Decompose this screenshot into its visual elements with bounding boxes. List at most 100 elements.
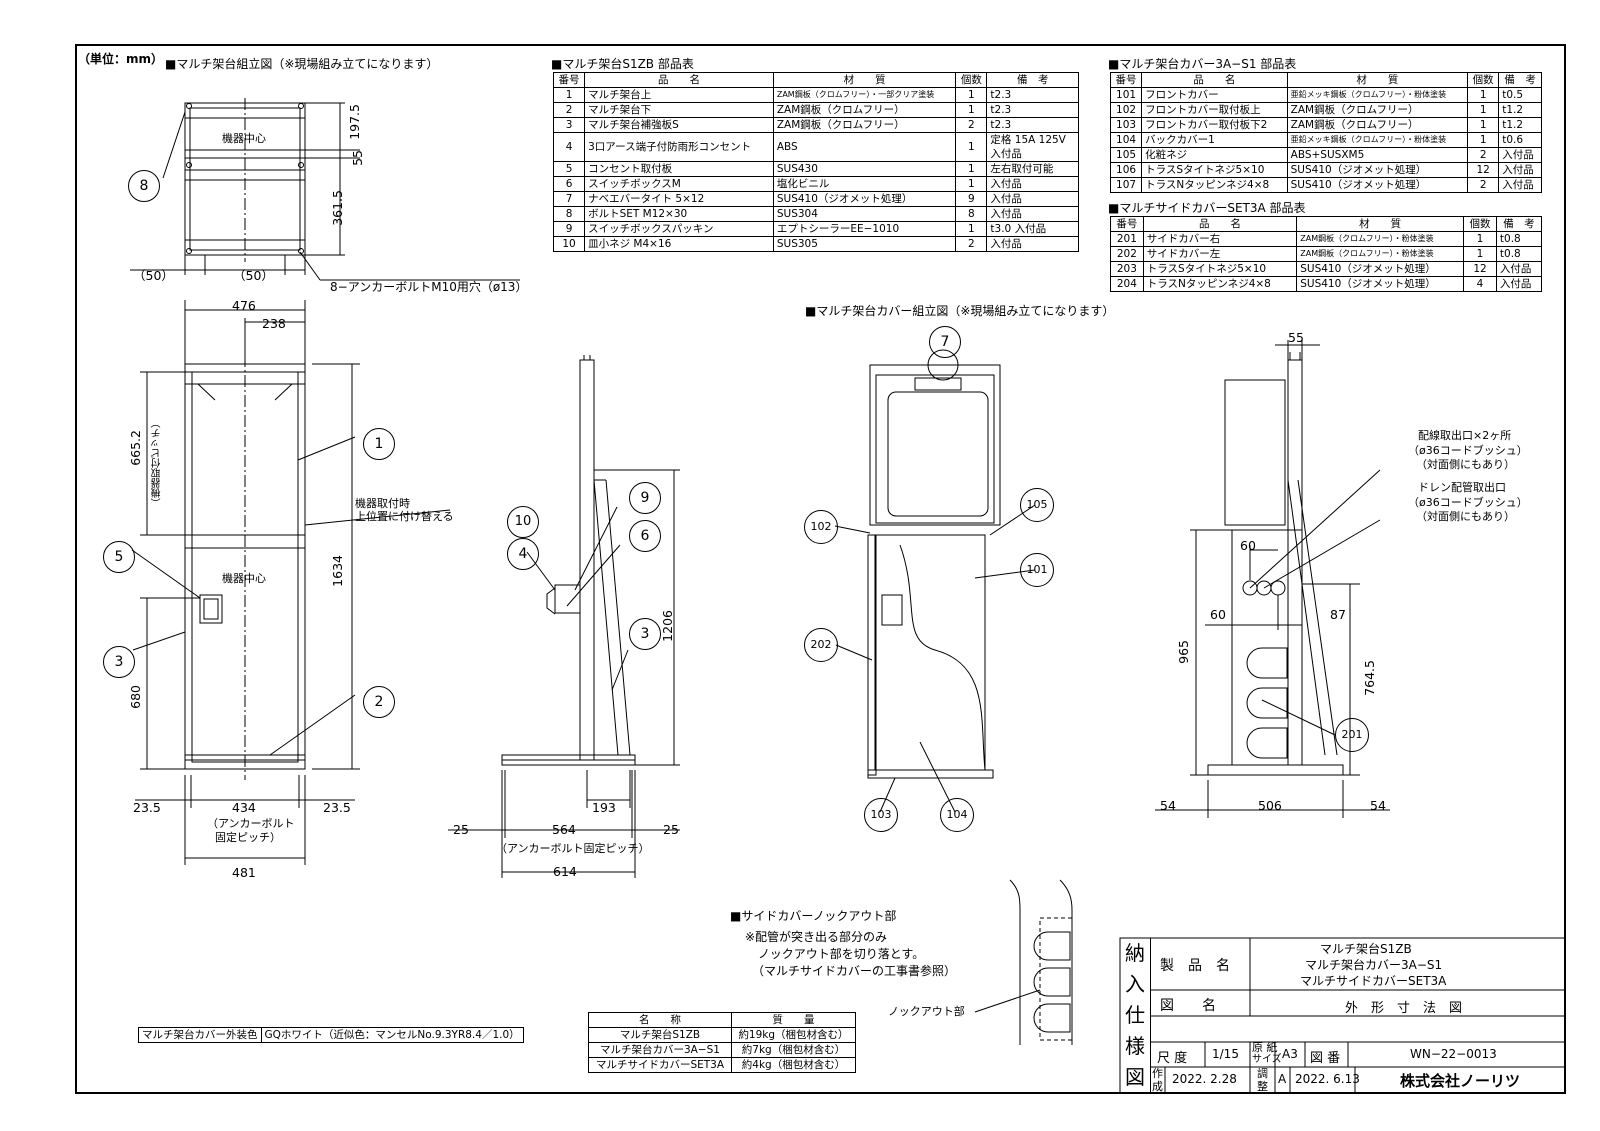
product-name-2: マルチ架台カバー3A−S1	[1305, 958, 1443, 972]
table-cell: t3.0 入付品	[986, 221, 1079, 237]
table-cell: 203	[1110, 261, 1144, 277]
dim-361-5: 361.5	[330, 190, 345, 226]
product-label: 製 品 名	[1160, 958, 1230, 974]
table-cell: 106	[1109, 162, 1143, 178]
company-name: 株式会社ノーリツ	[1400, 1072, 1521, 1090]
knockout-label: ノックアウト部	[888, 1005, 965, 1018]
table-cell: ZAM鋼板（クロムフリー）・粉体塗装	[1296, 231, 1465, 247]
balloon-6: 6	[629, 520, 661, 552]
section-frame-parts: ■マルチ架台S1ZB 部品表	[551, 57, 694, 71]
balloon-201: 201	[1335, 718, 1369, 752]
balloon-105: 105	[1020, 488, 1054, 522]
dim-1206: 1206	[660, 610, 675, 642]
balloon-101: 101	[1020, 553, 1054, 587]
dim-197-5: 197.5	[347, 104, 362, 140]
weight-header-1: 質 量	[731, 1012, 856, 1028]
table-cell: 201	[1110, 231, 1144, 247]
table-cell: 塩化ビニル	[772, 176, 957, 192]
dim-50-mid: （50）	[233, 268, 274, 283]
title-side-5: 図	[1125, 1065, 1145, 1089]
table-header-1: 品 名	[584, 72, 774, 88]
table-cell: フロントカバー	[1141, 87, 1288, 103]
balloon-7: 7	[929, 326, 961, 358]
table-cell: 12	[1467, 162, 1500, 178]
table-cell: 102	[1109, 102, 1143, 118]
table-cell: トラスNタッピンネジ4×8	[1141, 177, 1288, 193]
table-header-1: 品 名	[1142, 216, 1298, 232]
adj-date: 2022. 6.13	[1295, 1072, 1360, 1086]
scale-value: 1/15	[1212, 1047, 1239, 1061]
table-header-4: 備 考	[986, 72, 1079, 88]
table-cell: 1	[1467, 117, 1500, 133]
adj-rev: A	[1278, 1072, 1287, 1086]
table-header-3: 個数	[955, 72, 988, 88]
table-cell: t0.8	[1495, 246, 1543, 262]
table-cell: 5	[552, 161, 586, 177]
table-cell: 4	[552, 132, 586, 162]
dim-55-plan: 55	[350, 150, 365, 166]
weight-cell: マルチサイドカバーSET3A	[588, 1057, 732, 1073]
cover-front-view	[834, 349, 1036, 813]
color-table: マルチ架台カバー外装色 GQホワイト（近似色：マンセルNo.9.3YR8.4／1…	[138, 1027, 524, 1043]
table-cell: フロントカバー取付板下2	[1141, 117, 1288, 133]
dim-50-left: （50）	[133, 268, 174, 283]
front-view	[131, 300, 451, 865]
table-cell: 9	[552, 221, 586, 237]
table-cell: ZAM鋼板（クロムフリー）	[1286, 102, 1469, 118]
balloon-4: 4	[507, 538, 539, 570]
table-cell: エプトシーラーEE−1010	[772, 221, 957, 237]
anchor-pitch-1: （アンカーボルト	[207, 817, 295, 830]
table-cell: 入付品	[986, 236, 1079, 252]
drain-2: （ø36コードブッシュ）	[1408, 496, 1528, 509]
title-side-4: 様	[1125, 1034, 1145, 1058]
table-cell: トラスSタイトネジ5×10	[1141, 162, 1288, 178]
table-cell: 1	[955, 102, 988, 118]
dim-25-left: 25	[453, 822, 469, 837]
weight-cell: 約19kg（梱包材含む）	[731, 1027, 856, 1043]
drawing-name: 外 形 寸 法 図	[1345, 1001, 1463, 1016]
table-cell: 105	[1109, 147, 1143, 163]
table-cell: 202	[1110, 246, 1144, 262]
dim-23-5-left: 23.5	[133, 800, 161, 815]
side-view	[448, 355, 680, 878]
device-center-front: 機器中心	[222, 572, 266, 585]
title-side-3: 仕	[1125, 1003, 1145, 1027]
table-header-3: 個数	[1463, 216, 1497, 232]
balloon-1: 1	[363, 428, 395, 460]
table-cell: 亜鉛メッキ鋼板（クロムフリー）・粉体塗装	[1286, 87, 1469, 103]
table-header-0: 番号	[1110, 216, 1144, 232]
dim-60-top: 60	[1240, 538, 1256, 553]
table-cell: バックカバー1	[1141, 132, 1288, 148]
relocate-note-2: 上位置に付け替える	[355, 510, 454, 523]
weight-header-row: 名 称質 量	[588, 1012, 856, 1028]
table-cell: 1	[955, 161, 988, 177]
table-header-1: 品 名	[1141, 72, 1288, 88]
table-cell: ボルトSET M12×30	[584, 206, 774, 222]
section-knockout: ■サイドカバーノックアウト部	[730, 909, 897, 923]
scale-label: 尺 度	[1157, 1051, 1188, 1066]
table-cell: SUS410（ジオメット処理）	[1286, 162, 1469, 178]
section-cover-assembly: ■マルチ架台カバー組立図（※現場組み立てになります）	[805, 304, 1115, 318]
color-label: マルチ架台カバー外装色	[138, 1027, 262, 1043]
table-cell: ABS+SUSXM5	[1286, 147, 1469, 163]
knockout-detail	[974, 879, 1073, 1045]
table-cell: 1	[1467, 102, 1500, 118]
table-cell: 6	[552, 176, 586, 192]
table-cell: ZAM鋼板（クロムフリー）・一部クリア塗装	[772, 87, 957, 103]
table-cell: ZAM鋼板（クロムフリー）	[1286, 117, 1469, 133]
table-cell: フロントカバー取付板上	[1141, 102, 1288, 118]
table-cell: 左右取付可能	[986, 161, 1079, 177]
table-cell: 皿小ネジ M4×16	[584, 236, 774, 252]
weight-header-0: 名 称	[588, 1012, 732, 1028]
title-side-1: 納	[1125, 941, 1145, 965]
